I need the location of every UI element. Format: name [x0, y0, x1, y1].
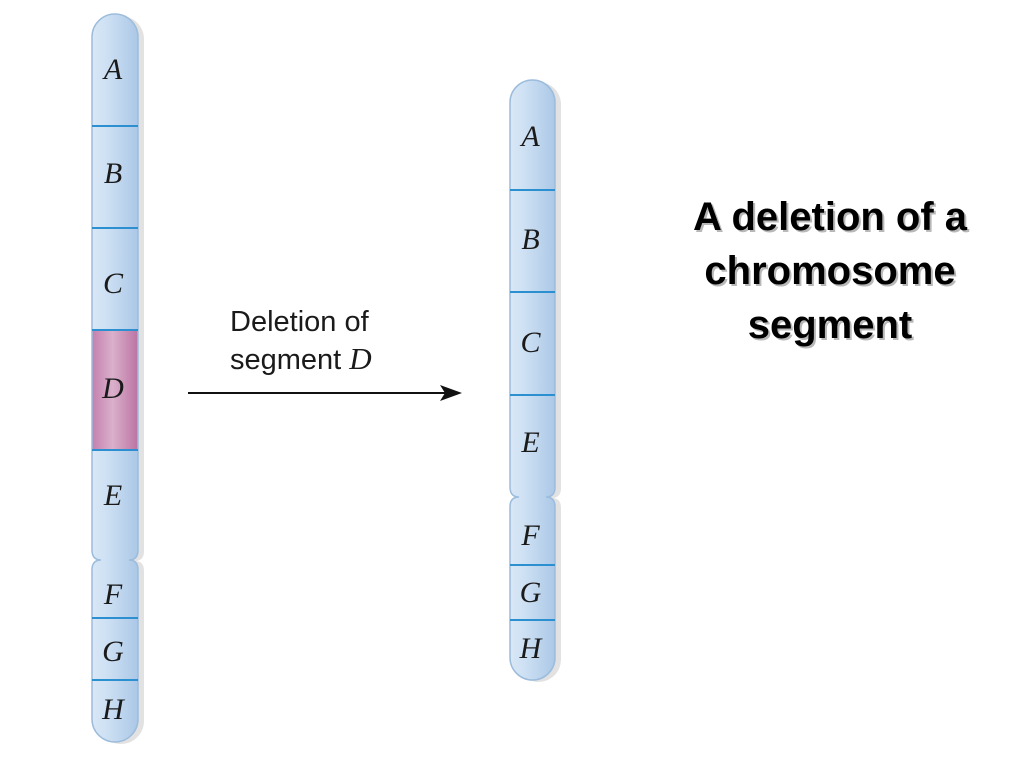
original-chromosome-outline — [91, 13, 139, 743]
result-chromosome-dividers — [510, 189, 555, 621]
orig-segment-label-d: D — [101, 372, 124, 405]
orig-segment-label-h: H — [101, 693, 126, 726]
arrow-label-line2: segment D — [230, 341, 372, 376]
res-segment-label-e: E — [520, 426, 539, 459]
caption-line-2: chromosome — [704, 249, 956, 293]
original-chromosome: A B C D E FGH — [91, 13, 144, 744]
res-segment-label-b: B — [521, 223, 539, 256]
orig-segment-label-a: A — [102, 53, 123, 86]
arrow-head — [440, 385, 462, 401]
deleted-segment-d — [92, 330, 138, 450]
res-segment-label-c: C — [520, 326, 541, 359]
slide-caption: A deletion of a chromosome segment — [640, 190, 1020, 352]
result-chromosome: A B C E FGH — [509, 79, 561, 682]
res-segment-label-f: F — [520, 519, 540, 552]
orig-segment-label-b: B — [104, 157, 122, 190]
result-chromosome-labels: A B C E FGH — [519, 120, 544, 665]
orig-segment-label-g: G — [102, 635, 124, 668]
arrow-label-line1: Deletion of — [230, 306, 370, 338]
orig-segment-label-f: F — [103, 578, 123, 611]
caption-line-1: A deletion of a — [692, 195, 968, 239]
res-segment-label-a: A — [519, 120, 540, 153]
orig-segment-label-c: C — [103, 267, 124, 300]
result-chromosome-outline — [509, 79, 556, 681]
arrow-label-prefix: segment — [230, 344, 349, 376]
result-chromosome-body — [510, 80, 555, 681]
original-chromosome-dividers — [92, 125, 138, 681]
arrow-label-segment: D — [348, 341, 371, 376]
deletion-arrow: Deletion of segment D — [188, 306, 462, 401]
orig-segment-label-e: E — [103, 479, 122, 512]
res-segment-label-g: G — [520, 576, 542, 609]
res-segment-label-h: H — [519, 632, 544, 665]
caption-line-3: segment — [747, 303, 913, 347]
original-chromosome-labels: A B C D E FGH — [101, 53, 126, 726]
